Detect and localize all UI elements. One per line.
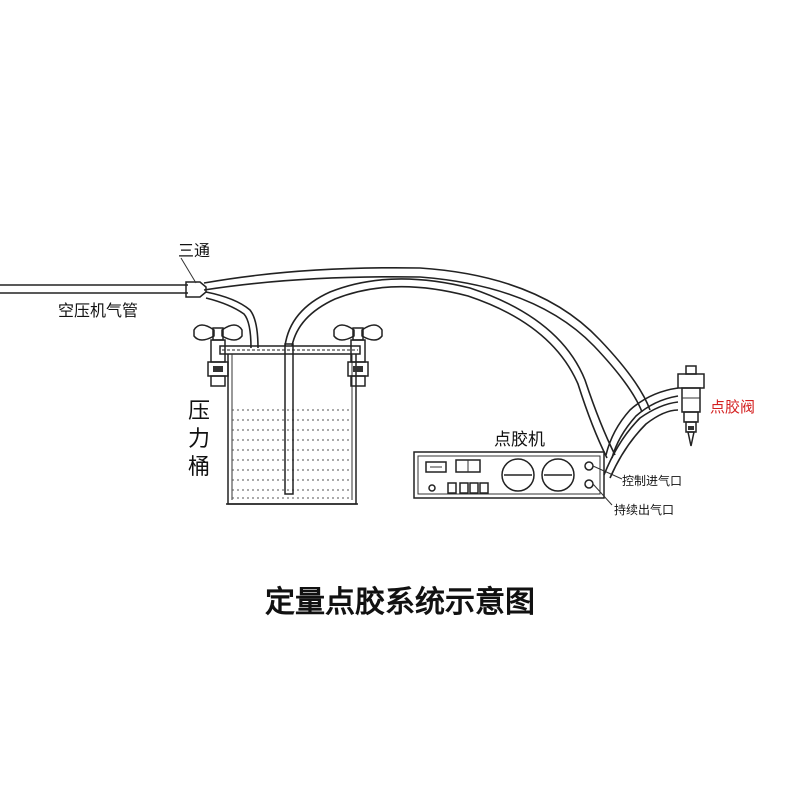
air-supply-pipe [0,284,188,294]
diagram-title: 定量点胶系统示意图 [265,585,535,620]
control-inlet-label: 控制进气口 [622,473,682,488]
valve-label: 点胶阀 [710,398,755,416]
tank-label-char-3: 桶 [188,455,210,480]
dispenser-label: 点胶机 [494,430,545,450]
controller-to-valve-tubes [603,387,679,479]
tee-to-valve-tube [203,267,651,413]
air-pipe-label: 空压机气管 [58,301,138,320]
dispensing-valve [677,365,705,447]
continuous-outlet-port [584,479,594,489]
dispenser-controller [413,451,605,499]
tank-label-char-2: 力 [188,427,210,452]
tank-label-char-1: 压 [188,399,210,424]
control-inlet-port [584,461,594,471]
tank-to-valve-tube [284,278,616,459]
pressure-tank [219,343,361,505]
tank-clamp-left [193,324,243,387]
continuous-outlet-label: 持续出气口 [614,502,674,517]
tee-label: 三通 [178,241,210,260]
glue-liquid [232,409,352,499]
tank-clamp-right [333,324,383,387]
tee-to-tank-tube [205,291,259,349]
tee-fitting [180,257,207,298]
